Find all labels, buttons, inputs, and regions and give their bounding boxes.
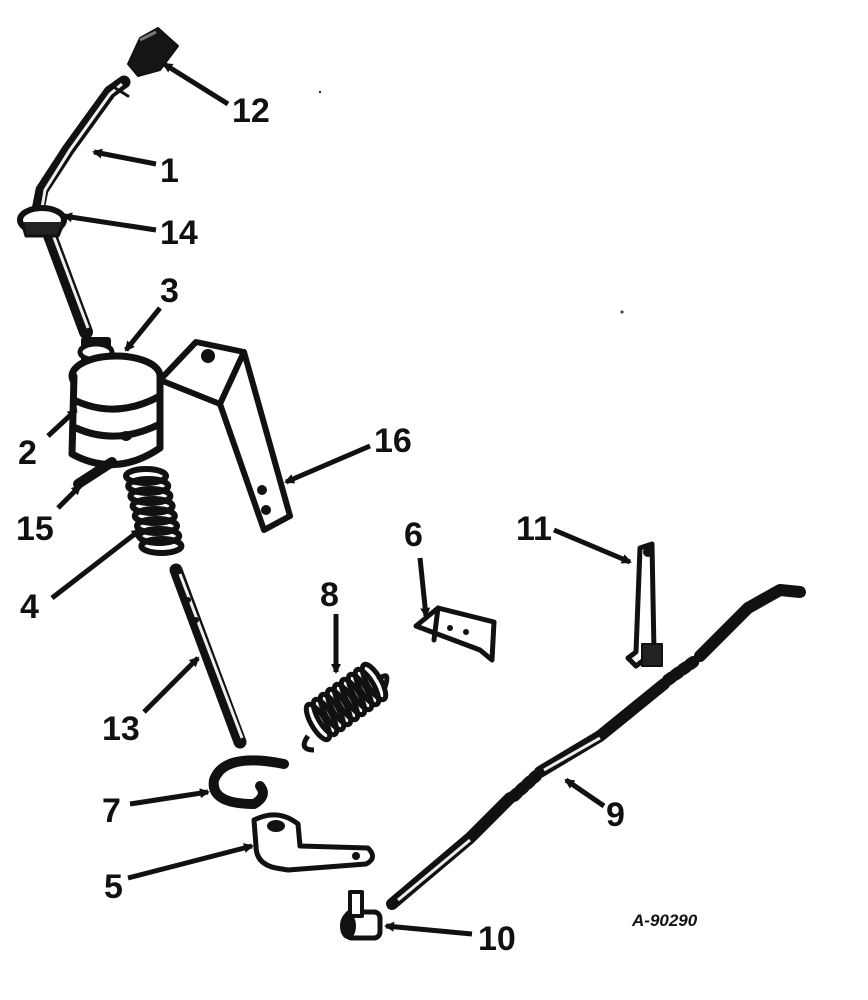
callout-8: 8 [320,576,339,614]
part-9-rod [386,584,806,910]
spring-coil [138,536,185,556]
part-10-swivel [340,890,383,941]
spring-hook [301,734,315,753]
callout-7: 7 [102,792,121,830]
spring-coil [134,516,180,536]
part-7-c-clip [208,755,289,809]
extension-spring-coil [324,686,354,728]
callout-3: 3 [160,272,179,310]
callout-4: 4 [20,588,39,626]
extension-spring-coil [310,696,340,738]
part-11-link [625,541,663,669]
extension-spring-coil [352,666,382,708]
figure-reference: A-90290 [631,911,698,930]
part-5-lever [251,812,375,873]
part-6-small-bracket [413,605,497,663]
callout-9: 9 [606,796,625,834]
part-8-extension-spring [301,661,390,753]
spring-hook [376,673,390,691]
extension-spring-coil [345,671,375,713]
callout-2: 2 [18,434,37,472]
callout-5: 5 [104,868,123,906]
part-16-bracket [157,339,293,533]
spring-coil [123,466,169,486]
spring-coil [127,486,174,506]
extension-spring-coil [338,676,368,718]
part-1-shift-lever-rod [31,75,131,339]
callout-12: 12 [232,92,270,130]
part-14-collar [17,205,67,238]
part-12-knob [127,27,179,77]
spring-coil [125,476,172,496]
part-4-spring [123,466,185,556]
part-15-pin [73,457,117,489]
spring-coil [129,496,176,516]
extension-spring-coil [317,691,347,733]
extension-spring-coil [303,701,333,743]
callout-6: 6 [404,516,423,554]
callout-1: 1 [160,152,179,190]
callout-14: 14 [160,214,198,252]
extension-spring-coil [331,681,361,723]
callout-13: 13 [102,710,140,748]
callout-15: 15 [16,510,54,548]
leader-arrows [46,61,632,937]
spring-coil [131,506,178,526]
part-13-shaft [169,563,247,749]
part-2-3-shift-housing [68,337,164,469]
callout-11: 11 [516,510,552,548]
callout-labels: 12 1 14 3 2 16 15 4 6 11 8 13 7 9 5 10 A… [16,92,698,958]
callout-10: 10 [478,920,516,958]
callout-16: 16 [374,422,412,460]
scan-specks [318,90,624,314]
